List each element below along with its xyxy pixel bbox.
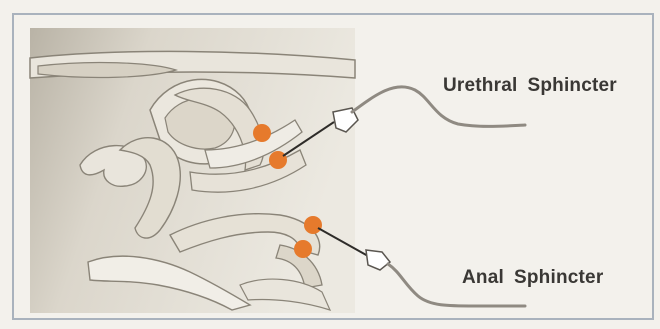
anal-sphincter-label: Anal Sphincter bbox=[462, 267, 603, 289]
urethral-label-word1: Urethral bbox=[443, 75, 517, 96]
anal-label-word1: Anal bbox=[462, 267, 504, 288]
anal-label-word2: Sphincter bbox=[514, 267, 603, 288]
urethral-electrode-dot-lower bbox=[269, 151, 287, 169]
pelvic-anatomy-illustration bbox=[30, 28, 355, 313]
urethral-electrode-dot-upper bbox=[253, 124, 271, 142]
anal-electrode-dot-lower bbox=[294, 240, 312, 258]
anal-electrode-dot-upper bbox=[304, 216, 322, 234]
urethral-label-word2: Sphincter bbox=[527, 75, 616, 96]
urethral-sphincter-label: Urethral Sphincter bbox=[443, 75, 617, 97]
